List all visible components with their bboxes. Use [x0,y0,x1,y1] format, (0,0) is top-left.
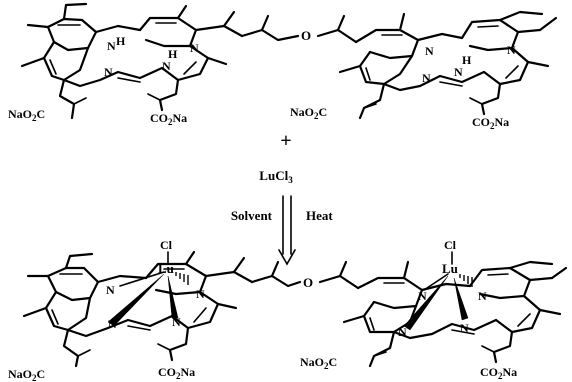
product-right-ester-right: CO2Na [480,365,517,381]
product-right-cl: Cl [444,238,457,252]
reactant-left-n-right: N [190,41,199,55]
condition-heat: Heat [306,208,333,223]
reactant-right-h-bottom: H [462,53,472,67]
product-left-ester-right: CO2Na [158,365,195,381]
reactant-right-n-top: N [425,44,434,58]
product-right-n-right: N [478,289,487,303]
reactant-right-n-right: N [507,43,516,57]
reactant-right-porphyrin [338,10,558,120]
product-left-porphyrin [22,250,254,368]
reactant-right-n-left: N [422,71,431,85]
reactant-ether-link [240,14,358,44]
reactant-left-ester-left: NaO2C [8,107,45,123]
reactant-left-porphyrin [20,2,244,120]
reactant-right-nh-bottom: N [454,65,463,79]
reagent-lucl3: LuCl3 [259,168,293,185]
reactant-left-h-bottom: H [168,47,178,61]
reactant-left-n-top: N [107,39,116,53]
condition-solvent: Solvent [231,208,273,223]
product-ether-link [250,260,360,290]
reactant-right-ester-right: CO2Na [472,115,509,131]
product-right-hashed-bond [459,274,473,287]
product-right-n-top: N [418,289,427,303]
product-right-ester-left: NaO2C [300,355,337,371]
reactant-right-ester-left: NaO2C [290,105,327,121]
product-left-ester-left: NaO2C [8,367,45,382]
product-left-hashed-bond [175,272,189,285]
reactant-left-nh-top: H [116,34,126,48]
reactant-left-nh-bottom: N [162,59,171,73]
product-left-n-top: N [106,283,115,297]
product-left-lu: Lu [158,261,174,276]
product-right-porphyrin [342,251,568,368]
reaction-arrow [278,195,296,266]
product-left-cl: Cl [160,238,173,252]
product-oxygen: O [303,275,313,290]
product-right-n-left: N [398,325,407,339]
product-left-n-right: N [196,287,205,301]
reactant-left-ester-right: CO2Na [150,111,187,127]
product-left-n-left: N [108,317,117,331]
product-right-lu: Lu [442,261,458,276]
plus-sign: + [280,130,291,152]
product-right-n-bottom: N [460,321,469,335]
product-left-n-bottom: N [172,315,181,329]
reactant-oxygen: O [301,28,311,43]
reactant-left-n-left: N [104,65,113,79]
